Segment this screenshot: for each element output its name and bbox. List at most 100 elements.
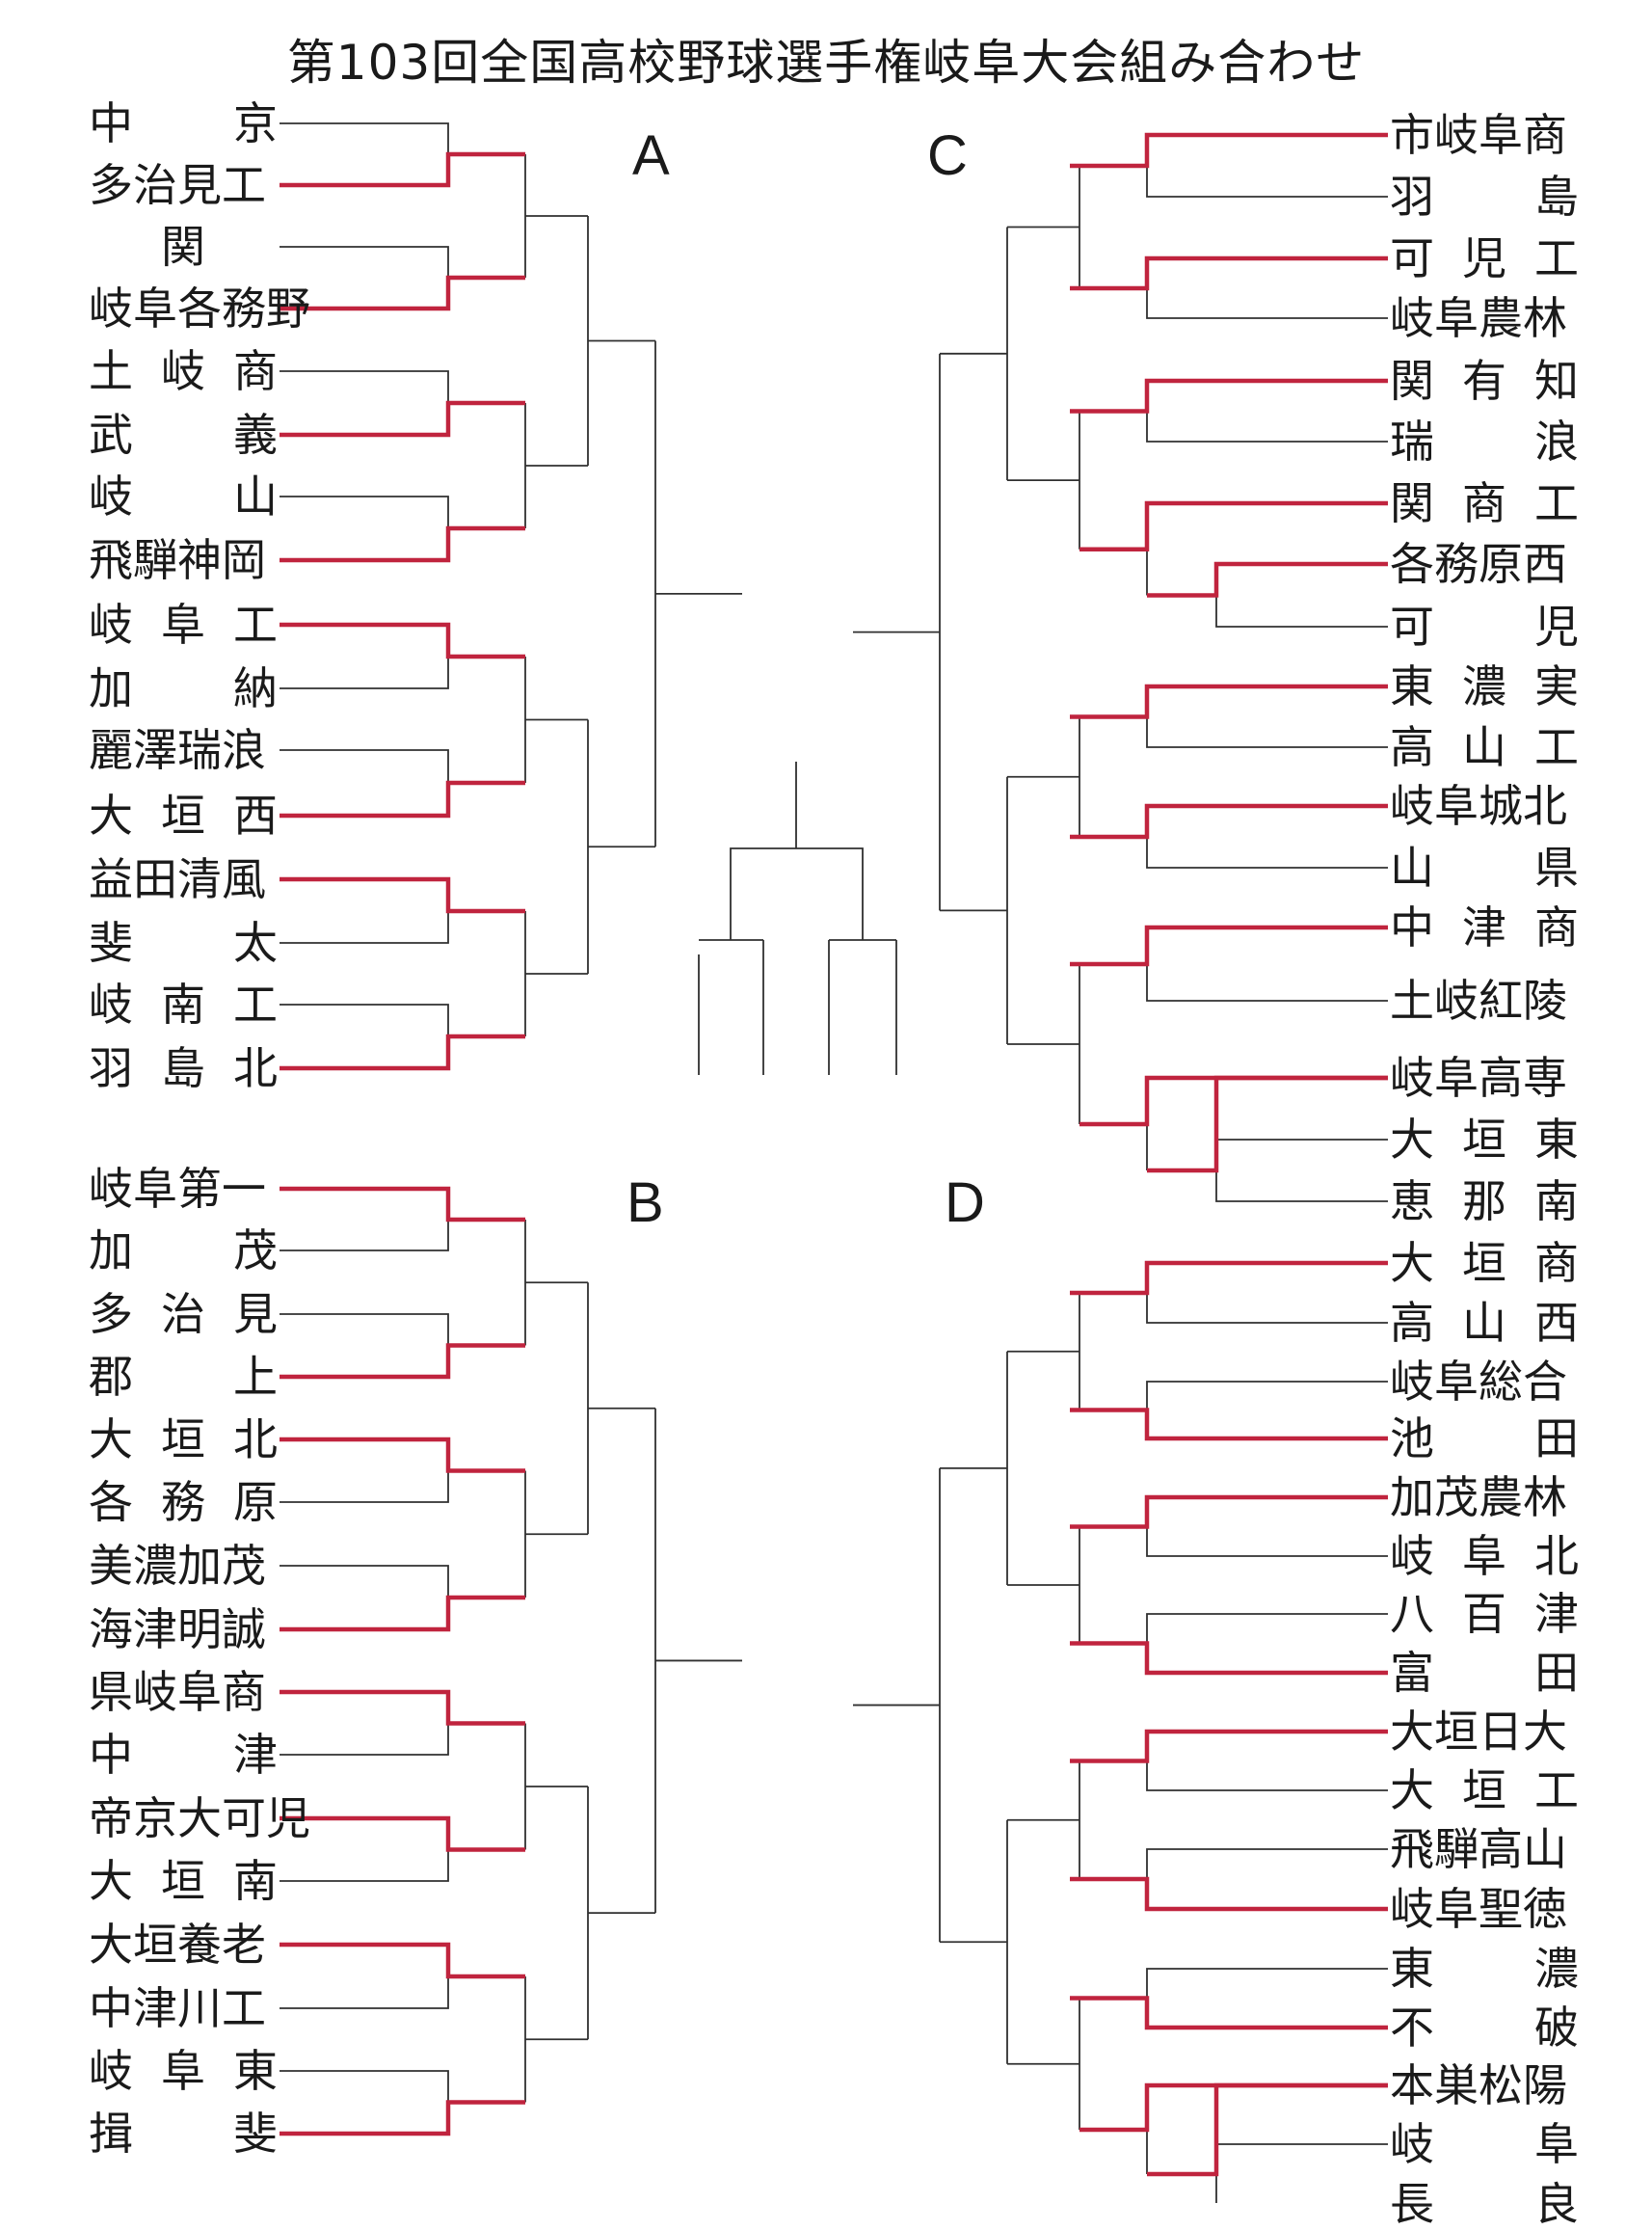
winner-lines bbox=[280, 132, 1388, 2177]
team-name: 多治見工 bbox=[89, 159, 266, 211]
pair-bracket bbox=[1146, 1731, 1388, 1791]
team-name: 高山工 bbox=[1390, 721, 1579, 773]
team-name: 岐阜 bbox=[1390, 2118, 1579, 2170]
team-name: 不破 bbox=[1390, 2002, 1579, 2054]
team-name: 各務原西 bbox=[1390, 538, 1567, 590]
pair-bracket bbox=[280, 1944, 449, 2009]
winner-path bbox=[280, 400, 525, 438]
winner-path bbox=[1070, 132, 1388, 169]
winner-path bbox=[1079, 500, 1388, 551]
team-name: 山県 bbox=[1390, 842, 1579, 894]
winner-path bbox=[280, 1343, 525, 1380]
pair-bracket bbox=[1146, 2084, 1388, 2174]
team-name: 中京 bbox=[89, 97, 278, 149]
team-name: 大垣西 bbox=[89, 790, 278, 842]
team-name: 武義 bbox=[89, 409, 278, 461]
pair-bracket bbox=[1146, 380, 1388, 443]
team-name: 斐太 bbox=[89, 917, 278, 969]
block-label-a: A bbox=[632, 124, 670, 187]
team-name: 岐山 bbox=[89, 470, 278, 523]
winner-path bbox=[280, 1815, 525, 1852]
pair-bracket bbox=[280, 1691, 449, 1756]
team-name: 岐阜農林 bbox=[1390, 292, 1567, 344]
team-name: 海津明誠 bbox=[89, 1603, 266, 1655]
pair-bracket bbox=[1146, 805, 1388, 869]
team-name: 池田 bbox=[1390, 1412, 1579, 1464]
team-name: 可児 bbox=[1390, 601, 1579, 653]
winner-path bbox=[280, 1689, 525, 1726]
pair-bracket bbox=[280, 1313, 449, 1378]
block-label-d: D bbox=[945, 1171, 985, 1234]
team-name: 市岐阜商 bbox=[1390, 109, 1567, 161]
team-name: 本巣松陽 bbox=[1390, 2059, 1567, 2111]
team-name: 揖斐 bbox=[89, 2108, 278, 2160]
pair-bracket bbox=[280, 1004, 449, 1069]
page-title: 第103回全国高校野球選手権岐阜大会組み合わせ bbox=[286, 35, 1366, 91]
winner-path bbox=[1147, 561, 1388, 598]
pair-bracket bbox=[1146, 502, 1388, 596]
winner-path bbox=[1070, 1729, 1388, 1763]
pair-bracket bbox=[1146, 1968, 1388, 2028]
team-name: 可児工 bbox=[1390, 232, 1579, 284]
team-name: 岐阜各務野 bbox=[89, 282, 310, 335]
winner-path bbox=[1147, 2082, 1388, 2177]
team-name: 郡上 bbox=[89, 1351, 278, 1403]
winner-path bbox=[1147, 1075, 1388, 1173]
team-name: 土岐紅陵 bbox=[1390, 975, 1567, 1027]
block-label-c: C bbox=[927, 124, 968, 187]
pair-bracket bbox=[1215, 563, 1388, 628]
winner-path bbox=[1070, 803, 1388, 840]
team-name: 土岐商 bbox=[89, 345, 278, 397]
winner-path bbox=[280, 2100, 525, 2136]
team-name: 関商工 bbox=[1390, 477, 1579, 529]
pair-bracket bbox=[280, 1438, 449, 1503]
winner-path bbox=[1079, 1075, 1388, 1127]
team-name: 関 bbox=[161, 221, 205, 273]
team-name: 長良 bbox=[1390, 2178, 1579, 2230]
pair-bracket bbox=[1146, 257, 1388, 319]
team-name: 飛騨神岡 bbox=[89, 534, 266, 586]
pair-bracket bbox=[1146, 685, 1388, 748]
winner-path bbox=[1070, 1996, 1388, 2030]
pair-bracket bbox=[280, 1188, 449, 1251]
team-name: 恵那南 bbox=[1390, 1175, 1579, 1227]
team-name: 大垣日大 bbox=[1390, 1706, 1567, 1758]
pair-bracket bbox=[280, 749, 449, 817]
winner-path bbox=[280, 1186, 525, 1222]
team-name: 大垣工 bbox=[1390, 1764, 1579, 1816]
team-name: 岐阜城北 bbox=[1390, 780, 1567, 832]
winner-path bbox=[280, 1595, 525, 1632]
pair-bracket bbox=[280, 496, 449, 561]
pair-bracket bbox=[1215, 1139, 1388, 1202]
team-name: 加納 bbox=[89, 662, 278, 714]
pair-bracket bbox=[1146, 1496, 1388, 1557]
team-name: 岐阜総合 bbox=[1390, 1356, 1567, 1408]
pair-bracket bbox=[280, 624, 449, 689]
final-bracket bbox=[730, 847, 864, 940]
team-name: 羽島 bbox=[1390, 171, 1579, 223]
pair-bracket bbox=[1146, 1262, 1388, 1324]
team-name: 大垣養老 bbox=[89, 1919, 266, 1971]
team-name: 高山西 bbox=[1390, 1297, 1579, 1349]
pair-bracket bbox=[1146, 927, 1388, 1002]
winner-path bbox=[1070, 1408, 1388, 1441]
winner-path bbox=[280, 1942, 525, 1979]
team-name: 瑞浪 bbox=[1390, 416, 1579, 468]
winner-path bbox=[280, 525, 525, 563]
winner-path bbox=[280, 622, 525, 659]
pair-bracket bbox=[1215, 2143, 1388, 2203]
team-name: 大垣東 bbox=[1390, 1114, 1579, 1166]
team-name: 東濃実 bbox=[1390, 660, 1579, 712]
pair-bracket bbox=[1146, 1381, 1388, 1439]
team-name: 帝京大可児 bbox=[89, 1792, 310, 1844]
winner-path bbox=[280, 1034, 525, 1071]
pair-bracket bbox=[280, 2070, 449, 2135]
winner-path bbox=[280, 780, 525, 819]
pair-bracket bbox=[280, 370, 449, 436]
winner-path bbox=[280, 151, 525, 188]
team-name: 益田清風 bbox=[89, 853, 266, 905]
pair-bracket bbox=[280, 1565, 449, 1630]
team-name: 飛騨高山 bbox=[1390, 1823, 1567, 1875]
team-name: 岐阜北 bbox=[1390, 1530, 1579, 1582]
